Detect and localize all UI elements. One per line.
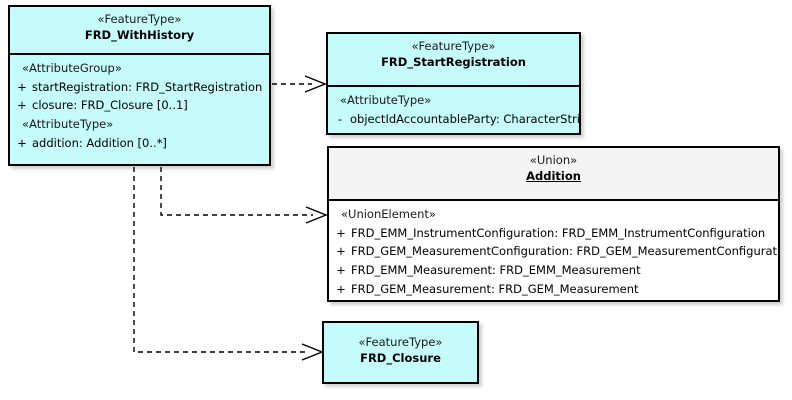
attribute-group-label: «AttributeGroup»	[22, 61, 122, 75]
class-attributes: «AttributeType» - objectIdAccountablePar…	[328, 87, 579, 133]
attribute-row[interactable]: - objectIdAccountableParty: CharacterStr…	[330, 110, 579, 129]
class-attributes: «AttributeGroup» + startRegistration: FR…	[10, 55, 269, 157]
attribute-signature: closure: FRD_Closure [0..1]	[32, 98, 188, 113]
class-box-frd-startregistration[interactable]: «FeatureType» FRD_StartRegistration «Att…	[326, 32, 581, 135]
class-title: Addition	[526, 168, 581, 183]
attribute-group-label: «UnionElement»	[341, 207, 436, 221]
attribute-signature: addition: Addition [0..*]	[32, 135, 167, 150]
attribute-group-label: «AttributeType»	[340, 93, 432, 107]
class-box-frd-closure[interactable]: «FeatureType» FRD_Closure	[322, 321, 479, 384]
attribute-signature: FRD_EMM_Measurement: FRD_EMM_Measurement	[351, 263, 641, 278]
connector-withhistory-to-addition[interactable]	[160, 167, 328, 224]
attribute-row[interactable]: + FRD_GEM_Measurement: FRD_GEM_Measureme…	[331, 280, 776, 299]
attribute-signature: FRD_GEM_Measurement: FRD_GEM_Measurement	[351, 281, 639, 296]
attribute-row[interactable]: + addition: Addition [0..*]	[12, 134, 267, 153]
class-title: FRD_WithHistory	[84, 27, 195, 42]
class-header: «FeatureType» FRD_WithHistory	[10, 7, 269, 55]
visibility-marker: -	[337, 111, 343, 126]
class-box-addition[interactable]: «Union» Addition «UnionElement» + FRD_EM…	[327, 146, 780, 302]
attribute-group-label: «AttributeType»	[22, 117, 114, 132]
class-header: «FeatureType» FRD_Closure	[324, 323, 477, 382]
attribute-row[interactable]: + FRD_EMM_Measurement: FRD_EMM_Measureme…	[331, 261, 776, 280]
attribute-row[interactable]: + closure: FRD_Closure [0..1]	[12, 96, 267, 115]
class-header: «Union» Addition	[329, 148, 778, 201]
class-stereotype: «Union»	[529, 153, 578, 167]
attribute-row[interactable]: + FRD_GEM_MeasurementConfiguration: FRD_…	[331, 242, 778, 261]
visibility-marker: +	[336, 225, 346, 240]
attribute-row[interactable]: + startRegistration: FRD_StartRegistrati…	[12, 78, 267, 97]
class-title: FRD_Closure	[360, 350, 441, 365]
open-arrowhead	[301, 343, 324, 361]
class-stereotype: «FeatureType»	[97, 12, 182, 26]
attribute-signature: startRegistration: FRD_StartRegistration	[32, 79, 263, 94]
visibility-marker: +	[336, 263, 346, 278]
class-title: FRD_StartRegistration	[381, 54, 526, 69]
open-arrowhead	[305, 206, 328, 224]
class-box-frd-withhistory[interactable]: «FeatureType» FRD_WithHistory «Attribute…	[8, 5, 271, 166]
connector-withhistory-to-startregistration[interactable]	[272, 75, 327, 93]
attribute-signature: FRD_EMM_InstrumentConfiguration: FRD_EMM…	[351, 225, 766, 240]
open-arrowhead	[304, 75, 327, 93]
connector-line	[160, 167, 313, 216]
visibility-marker: +	[17, 79, 27, 94]
visibility-marker: +	[17, 98, 27, 113]
connector-line	[133, 167, 309, 353]
class-stereotype: «FeatureType»	[358, 335, 443, 349]
attribute-signature: objectIdAccountableParty: CharacterStrin…	[350, 111, 581, 126]
visibility-marker: +	[336, 281, 346, 296]
attribute-row[interactable]: + FRD_EMM_InstrumentConfiguration: FRD_E…	[331, 224, 776, 243]
class-header: «FeatureType» FRD_StartRegistration	[328, 34, 579, 87]
connector-withhistory-to-closure[interactable]	[133, 167, 324, 361]
class-stereotype: «FeatureType»	[411, 39, 496, 53]
class-attributes: «UnionElement» + FRD_EMM_InstrumentConfi…	[329, 201, 778, 300]
visibility-marker: +	[336, 244, 346, 259]
attribute-signature: FRD_GEM_MeasurementConfiguration: FRD_GE…	[351, 244, 780, 259]
visibility-marker: +	[17, 135, 27, 150]
